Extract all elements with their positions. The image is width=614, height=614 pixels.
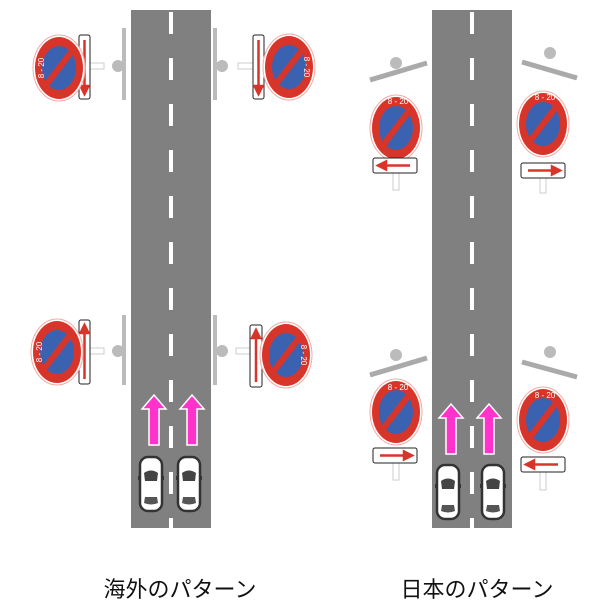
car-icon — [136, 455, 166, 513]
road-japan — [432, 10, 512, 528]
japan-sign-top-left: 8 - 20 — [370, 57, 428, 191]
car-icon — [478, 463, 508, 521]
sign-hours-text: 8 - 20 — [535, 391, 556, 400]
sign-hours-text: 8 - 20 — [535, 93, 556, 102]
car-icon — [433, 463, 463, 521]
caption-overseas-pattern: 海外のパターン — [103, 578, 257, 603]
sign-hours-text: 8 - 20 — [388, 97, 409, 106]
sign-hours-text: 8 - 20 — [388, 383, 409, 392]
sign-hours-text: 8 - 20 — [299, 345, 308, 366]
overseas-sign-top-left: 8 - 20 — [33, 28, 126, 101]
overseas-sign-top-right: 8 - 20 — [213, 28, 315, 100]
japan-sign-bottom-left: 8 - 20 — [370, 349, 428, 481]
car-icon — [174, 455, 204, 513]
overseas-sign-bottom-right: 8 - 20 — [213, 315, 312, 388]
japan-sign-top-right: 8 - 20 — [517, 47, 578, 194]
sign-hours-text: 8 - 20 — [35, 341, 44, 362]
overseas-sign-bottom-left: 8 - 20 — [31, 315, 126, 385]
road-overseas — [131, 10, 211, 528]
sign-hours-text: 8 - 20 — [37, 57, 46, 78]
japan-sign-bottom-right: 8 - 20 — [517, 346, 578, 491]
sign-hours-text: 8 - 20 — [302, 57, 311, 78]
caption-japan-pattern: 日本のパターン — [400, 578, 554, 603]
